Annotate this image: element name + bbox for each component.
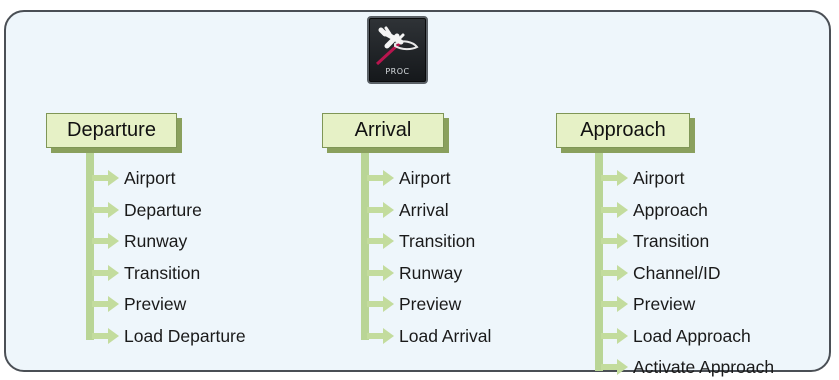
proc-button-label: PROC xyxy=(385,67,410,76)
tree-item-label: Transition xyxy=(399,231,476,251)
branch-arrow-icon xyxy=(367,296,394,312)
branch-arrow-icon xyxy=(367,264,394,281)
branch-arrow-icon xyxy=(92,233,119,249)
tree-line-arrival xyxy=(361,153,369,340)
branch-arrow-icon xyxy=(92,201,119,218)
tree-item-label: Departure xyxy=(124,199,202,220)
tree-item-label: Transition xyxy=(124,262,201,283)
airplane-procedure-icon xyxy=(375,26,419,66)
tree-item-label: Load Approach xyxy=(633,325,751,346)
branch-arrow-icon xyxy=(601,264,628,281)
branch-arrow-icon xyxy=(92,327,119,344)
tree-item-label: Approach xyxy=(633,199,708,220)
branch-arrow-icon xyxy=(367,233,394,249)
tree-item-label: Activate Approach xyxy=(633,357,775,377)
branch-arrow-icon xyxy=(367,201,394,218)
tree-item-label: Preview xyxy=(399,294,462,314)
header-arrival: Arrival xyxy=(322,113,444,148)
branch-arrow-icon xyxy=(601,296,628,312)
branch-arrow-icon xyxy=(601,327,628,344)
proc-button[interactable]: PROC xyxy=(367,16,428,84)
branch-arrow-icon xyxy=(92,296,119,312)
tree-item-label: Preview xyxy=(633,294,696,314)
tree-item-label: Load Arrival xyxy=(399,325,492,346)
branch-arrow-icon xyxy=(601,201,628,218)
branch-arrow-icon xyxy=(601,359,628,375)
branch-arrow-icon xyxy=(367,170,394,186)
tree-item-label: Runway xyxy=(399,262,463,283)
tree-item-label: Runway xyxy=(124,231,188,251)
tree-item-label: Load Departure xyxy=(124,325,246,346)
tree-item-label: Channel/ID xyxy=(633,262,721,283)
branch-arrow-icon xyxy=(92,264,119,281)
tree-item-label: Airport xyxy=(124,168,176,188)
branch-arrow-icon xyxy=(601,233,628,249)
tree-line-departure xyxy=(86,153,94,340)
header-departure: Departure xyxy=(46,113,177,148)
tree-item-label: Transition xyxy=(633,231,710,251)
branch-arrow-icon xyxy=(601,170,628,186)
header-approach: Approach xyxy=(556,113,690,148)
branch-arrow-icon xyxy=(367,327,394,344)
tree-item-label: Airport xyxy=(399,168,451,188)
tree-line-approach xyxy=(595,153,603,371)
branch-arrow-icon xyxy=(92,170,119,186)
tree-item-label: Arrival xyxy=(399,199,449,220)
tree-item-label: Airport xyxy=(633,168,685,188)
tree-item-label: Preview xyxy=(124,294,187,314)
